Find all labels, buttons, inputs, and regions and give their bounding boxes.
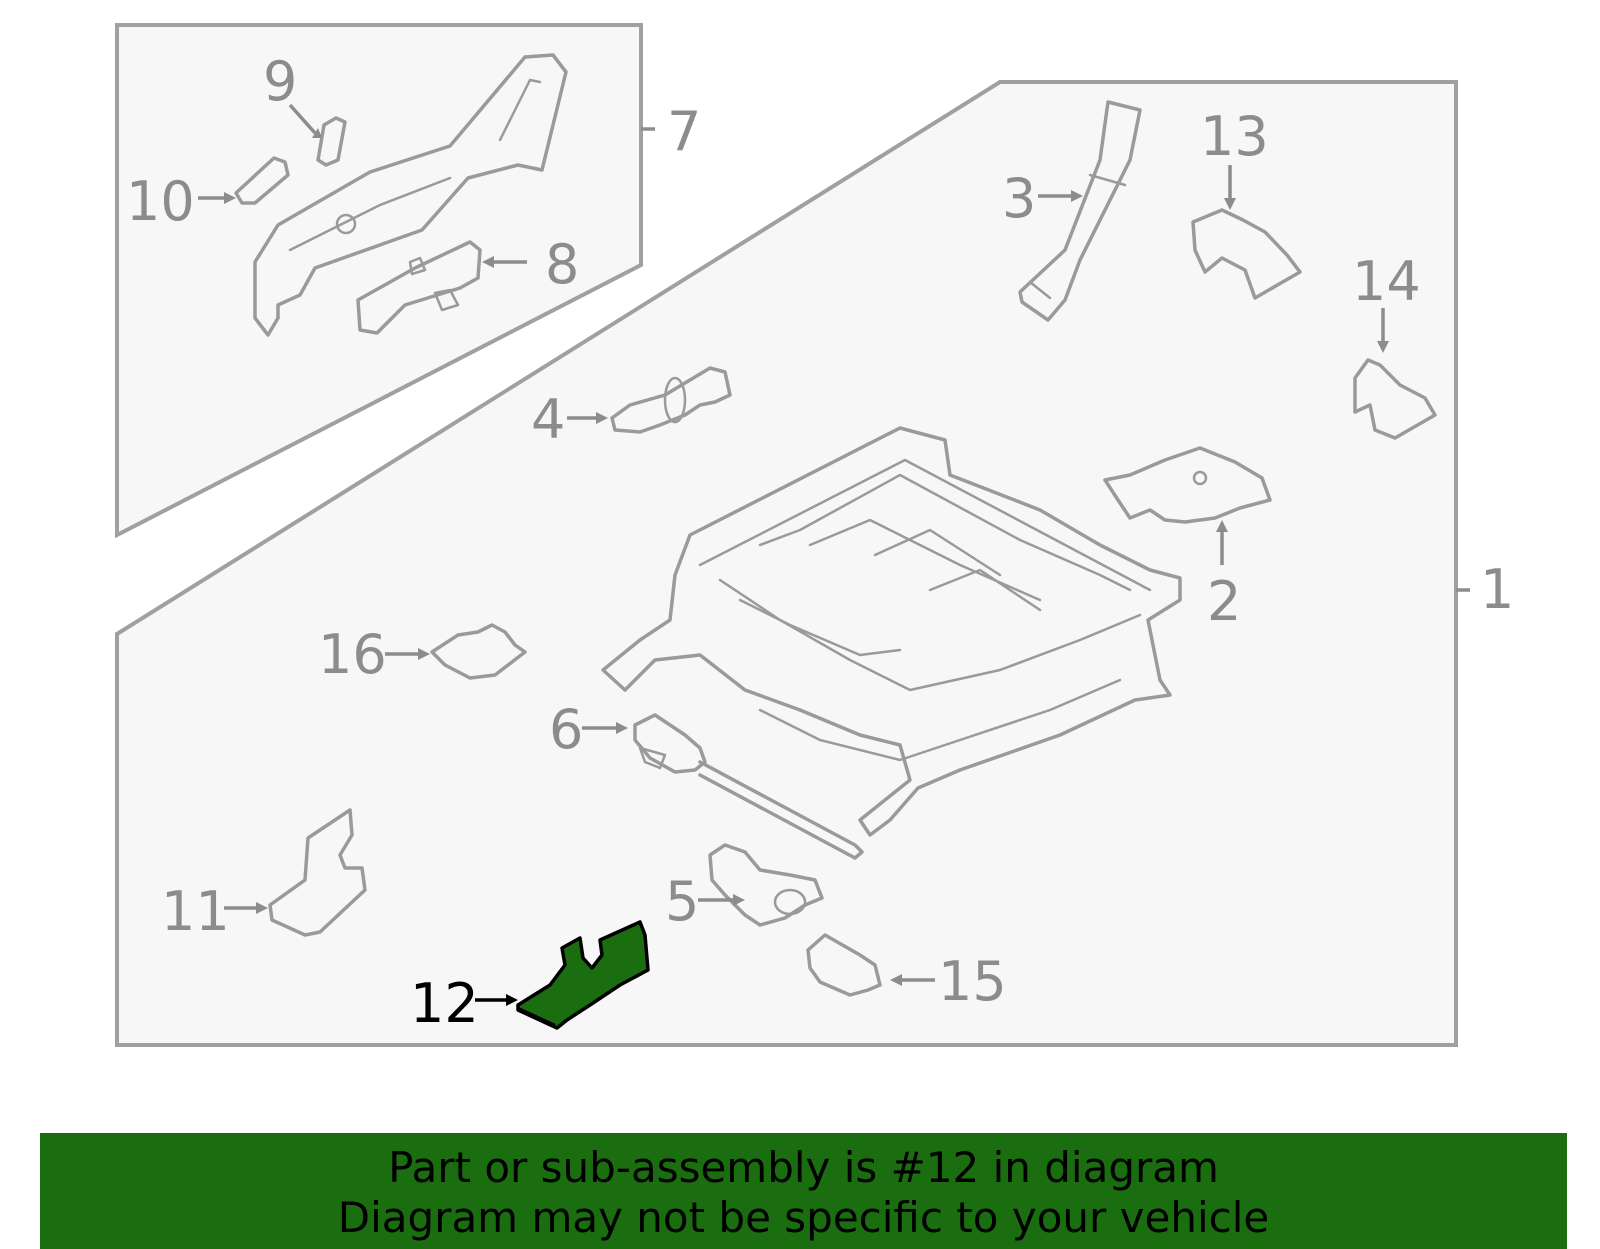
callout-4: 4 <box>531 388 565 451</box>
leader-lines <box>198 103 1389 1006</box>
callout-9: 9 <box>263 50 297 113</box>
part-8-switch <box>356 240 482 335</box>
callout-7: 7 <box>667 100 701 163</box>
assembly-1-frame <box>115 80 1458 1047</box>
part-15-connector <box>806 933 882 997</box>
part-3-rail <box>1018 100 1142 322</box>
part-13-bracket <box>1191 208 1302 300</box>
banner-line-1: Part or sub-assembly is #12 in diagram <box>388 1143 1219 1192</box>
part-12-highlighted-cover[interactable] <box>516 920 650 1030</box>
info-banner: Part or sub-assembly is #12 in diagram D… <box>40 1133 1567 1249</box>
callout-10: 10 <box>126 170 195 233</box>
part-7-recliner-plate <box>253 53 568 337</box>
part-2-motor-plate <box>1103 446 1272 524</box>
banner-line-2: Diagram may not be specific to your vehi… <box>337 1193 1270 1242</box>
part-4-motor <box>610 366 732 434</box>
callout-6: 6 <box>549 698 583 761</box>
callout-5: 5 <box>665 870 699 933</box>
part-9-knob <box>316 116 347 167</box>
callout-3: 3 <box>1002 167 1036 230</box>
part-10-knob <box>234 156 290 205</box>
callout-14: 14 <box>1352 250 1421 313</box>
callout-13: 13 <box>1200 105 1269 168</box>
part-6-motor <box>633 713 864 860</box>
part-11-bracket <box>268 808 367 937</box>
subassembly-7-frame <box>115 23 643 539</box>
callout-2: 2 <box>1207 570 1241 633</box>
callout-11: 11 <box>161 880 230 943</box>
callout-15: 15 <box>938 950 1007 1013</box>
callout-16: 16 <box>318 623 387 686</box>
callout-12: 12 <box>410 972 479 1035</box>
callout-8: 8 <box>545 233 579 296</box>
part-16-connector <box>430 623 527 680</box>
part-14-bracket <box>1353 358 1437 440</box>
seat-track-frame <box>601 426 1182 837</box>
callout-1: 1 <box>1480 558 1514 621</box>
